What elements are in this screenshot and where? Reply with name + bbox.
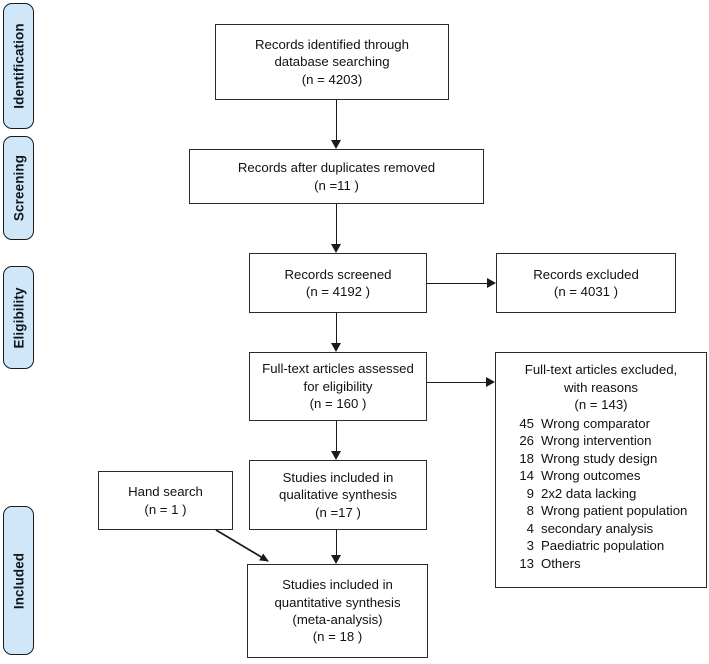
exclusion-reason-item: 45 Wrong comparator: [496, 415, 706, 433]
exclusion-reason-count: 13: [519, 556, 534, 572]
box-records-screened: Records screened (n = 4192 ): [249, 253, 427, 313]
box-qualitative-synthesis-line-3: (n =17 ): [315, 504, 361, 520]
exclusion-reason-label: Wrong comparator: [541, 415, 650, 431]
box-records-identified-line-3: (n = 4203): [301, 71, 363, 87]
exclusion-reason-label: Wrong study design: [541, 450, 658, 466]
box-records-screened-line-1: Records screened: [284, 266, 392, 282]
box-quantitative-synthesis-line-4: (n = 18 ): [312, 629, 363, 645]
box-duplicates-removed: Records after duplicates removed (n =11 …: [189, 149, 484, 204]
box-fulltext-excluded-head-3: (n = 143): [574, 397, 628, 413]
diagonal-arrow-handsearch: [215, 529, 269, 562]
arrowhead-fulltext-to-excluded-reasons: [486, 377, 495, 387]
box-fulltext-assessed-line-1: Full-text articles assessed: [262, 361, 414, 377]
connector-screened-to-excluded: [427, 283, 487, 284]
box-qualitative-synthesis-line-1: Studies included in: [282, 469, 394, 485]
exclusion-reason-count: 14: [519, 468, 534, 484]
box-fulltext-excluded-head-1: Full-text articles excluded,: [524, 362, 678, 377]
box-quantitative-synthesis: Studies included in quantitative synthes…: [247, 564, 428, 658]
box-fulltext-excluded-head-2: with reasons: [563, 379, 639, 395]
box-records-excluded: Records excluded (n = 4031 ): [496, 253, 676, 313]
box-records-identified-line-2: database searching: [274, 54, 390, 70]
box-fulltext-assessed-line-3: (n = 160 ): [309, 396, 367, 412]
exclusion-reason-count: 8: [526, 503, 534, 519]
stage-bar-included: Included: [3, 506, 34, 655]
box-records-identified-line-1: Records identified through: [255, 36, 409, 52]
arrowhead-fulltext-to-qualitative: [331, 451, 341, 460]
exclusion-reason-label: Paediatric population: [541, 538, 665, 554]
stage-bar-eligibility: Eligibility: [3, 266, 34, 369]
exclusion-reason-item: 9 2x2 data lacking: [496, 485, 706, 503]
exclusion-reason-item: 26 Wrong intervention: [496, 432, 706, 450]
stage-bar-identification: Identification: [3, 3, 34, 129]
exclusion-reason-label: Others: [541, 556, 581, 572]
exclusion-reason-count: 45: [519, 415, 534, 431]
exclusion-reason-item: 13 Others: [496, 555, 706, 573]
box-quantitative-synthesis-line-3: (meta-analysis): [292, 612, 383, 627]
box-hand-search: Hand search (n = 1 ): [98, 471, 233, 530]
arrowhead-screened-to-fulltext: [331, 343, 341, 352]
box-records-excluded-line-2: (n = 4031 ): [553, 284, 619, 299]
exclusion-reason-label: 2x2 data lacking: [541, 485, 637, 501]
connector-fulltext-to-excluded-reasons: [427, 382, 486, 383]
connector-screened-to-fulltext: [336, 313, 337, 343]
box-fulltext-excluded: Full-text articles excluded, with reason…: [495, 352, 707, 588]
exclusion-reason-item: 4 secondary analysis: [496, 520, 706, 538]
exclusion-reason-label: Wrong intervention: [541, 433, 652, 449]
box-quantitative-synthesis-line-2: quantitative synthesis: [274, 594, 401, 610]
exclusion-reason-label: secondary analysis: [541, 520, 654, 536]
connector-fulltext-to-qualitative: [336, 421, 337, 451]
stage-bar-screening: Screening: [3, 136, 34, 240]
box-qualitative-synthesis: Studies included in qualitative synthesi…: [249, 460, 427, 530]
box-qualitative-synthesis-line-2: qualitative synthesis: [278, 487, 398, 503]
box-records-screened-line-2: (n = 4192 ): [305, 284, 371, 299]
box-duplicates-removed-line-1: Records after duplicates removed: [237, 160, 436, 176]
box-records-identified: Records identified through database sear…: [215, 24, 449, 100]
exclusion-reason-item: 14 Wrong outcomes: [496, 467, 706, 485]
box-duplicates-removed-line-2: (n =11 ): [314, 177, 359, 193]
arrowhead-duplicates-to-screened: [331, 244, 341, 253]
connector-duplicates-to-screened: [336, 204, 337, 244]
exclusion-reason-count: 18: [519, 450, 534, 466]
box-hand-search-line-1: Hand search: [128, 484, 203, 500]
exclusion-reason-count: 9: [526, 485, 534, 501]
exclusion-reason-label: Wrong patient population: [541, 503, 688, 519]
arrowhead-qualitative-to-quantitative: [331, 555, 341, 564]
exclusion-reason-count: 3: [526, 538, 534, 554]
exclusion-reason-count: 4: [526, 520, 534, 536]
box-fulltext-assessed-line-2: for eligibility: [303, 378, 373, 394]
arrowhead-screened-to-excluded: [487, 278, 496, 288]
exclusion-reason-item: 3 Paediatric population: [496, 537, 706, 555]
box-fulltext-assessed: Full-text articles assessed for eligibil…: [249, 352, 427, 421]
exclusion-reason-count: 26: [519, 433, 534, 449]
exclusion-reason-item: 8 Wrong patient population: [496, 502, 706, 520]
connector-qualitative-to-quantitative: [336, 530, 337, 555]
arrowhead-identified-to-duplicates: [331, 140, 341, 149]
box-quantitative-synthesis-line-1: Studies included in: [282, 577, 393, 593]
box-hand-search-line-2: (n = 1 ): [144, 501, 187, 517]
connector-identified-to-duplicates: [336, 100, 337, 140]
exclusion-reasons-list: 45 Wrong comparator 26 Wrong interventio…: [496, 415, 706, 573]
exclusion-reason-label: Wrong outcomes: [541, 468, 641, 484]
exclusion-reason-item: 18 Wrong study design: [496, 450, 706, 468]
box-records-excluded-line-1: Records excluded: [533, 266, 639, 282]
